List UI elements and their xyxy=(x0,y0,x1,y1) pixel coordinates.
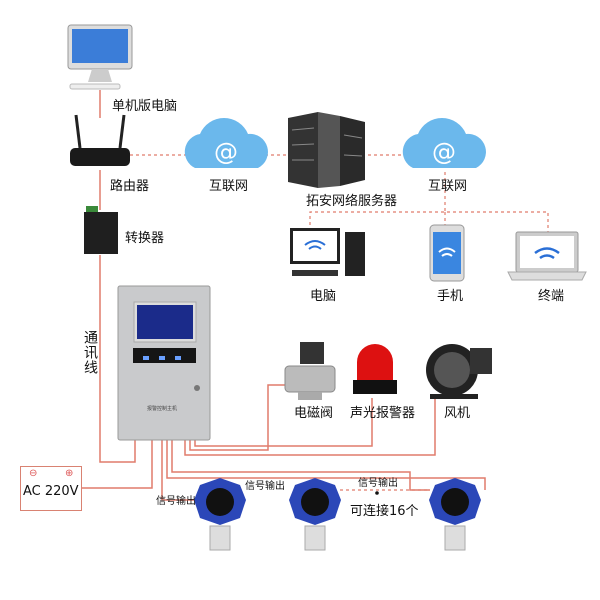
alarm-label: 声光报警器 xyxy=(350,406,416,421)
fan-label: 风机 xyxy=(444,406,471,421)
gas-detector-icon xyxy=(289,478,341,551)
svg-text:@: @ xyxy=(214,138,238,166)
terminal-label: 终端 xyxy=(538,289,565,304)
internet-label-2: 互联网 xyxy=(428,179,468,194)
gas-detectors xyxy=(194,478,481,551)
internet-label-1: 互联网 xyxy=(209,179,249,194)
router-icon xyxy=(70,114,130,166)
controller-name: 报警控制主机 xyxy=(147,406,178,412)
controller-icon xyxy=(117,285,211,441)
desktop-computer-icon xyxy=(67,24,133,90)
strobe-alarm-icon xyxy=(353,344,397,394)
cloud-at-icon: @ xyxy=(184,118,268,168)
gas-detector-icon xyxy=(194,478,246,551)
wifi-pc-icon xyxy=(290,228,365,276)
signal-output-label-1: 信号输出 xyxy=(156,496,196,507)
solenoid-valve-icon xyxy=(284,342,336,400)
signal-output-label-3: 信号输出 xyxy=(358,478,398,489)
max-connect-label: 可连接16个 xyxy=(350,504,419,519)
valve-label: 电磁阀 xyxy=(294,406,334,421)
connection-lines xyxy=(82,90,549,501)
converter-label: 转换器 xyxy=(125,231,165,246)
power-label: AC 220V xyxy=(23,484,79,499)
svg-text:@: @ xyxy=(432,138,456,166)
comm-line-label: 通讯线 xyxy=(82,330,98,375)
wifi-phone-icon xyxy=(429,224,465,282)
signal-output-label-2: 信号输出 xyxy=(245,481,285,492)
converter-icon xyxy=(84,206,118,254)
server-rack-icon xyxy=(288,112,365,188)
wifi-laptop-icon xyxy=(507,231,587,281)
plus-icon: ⊕ xyxy=(65,468,74,479)
pc-label: 电脑 xyxy=(310,289,337,304)
phone-label: 手机 xyxy=(437,289,464,304)
standalone-pc-label: 单机版电脑 xyxy=(112,99,178,114)
router-label: 路由器 xyxy=(110,179,150,194)
gas-detector-icon xyxy=(429,478,481,551)
power-supply-box: ⊖ ⊕ AC 220V xyxy=(20,466,82,511)
minus-icon: ⊖ xyxy=(29,468,38,479)
fan-icon xyxy=(426,344,492,399)
cloud-at-icon: @ xyxy=(402,117,486,168)
server-label: 拓安网络服务器 xyxy=(306,194,398,209)
